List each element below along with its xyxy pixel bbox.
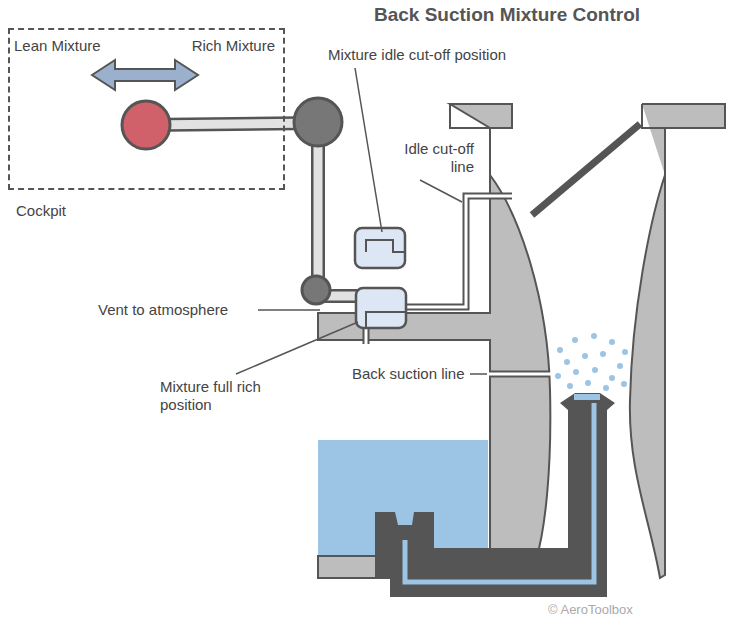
diagram-title: Back Suction Mixture Control: [374, 6, 640, 24]
lean-label: Lean Mixture: [14, 37, 101, 55]
pivot: [294, 98, 342, 146]
watermark: © AeroToolbox: [548, 601, 633, 619]
cockpit-box: Lean MixtureRich MixtureCockpit: [8, 28, 285, 190]
callout-label: Mixture idle cut-off position: [328, 46, 506, 64]
callout-label: Back suction line: [350, 365, 467, 383]
fuel-spray: [555, 333, 628, 391]
valve-full-rich: [356, 288, 406, 328]
rich-label: Rich Mixture: [192, 37, 275, 55]
callout-label: Vent to atmosphere: [98, 301, 228, 319]
control-rod: [314, 125, 323, 290]
fuel-passage: [405, 403, 594, 582]
lean-rich-arrow: [92, 60, 198, 90]
callout-label: Mixture full rich position: [160, 378, 290, 414]
cockpit-label: Cockpit: [16, 202, 66, 220]
venturi-wall-left: [318, 104, 550, 560]
back-suction-channel: [488, 373, 551, 376]
throttle-plate: [532, 124, 640, 215]
fuel-jet: [375, 393, 615, 597]
mixture-knob: [122, 101, 170, 149]
leader-lines: [236, 68, 487, 374]
callout-label: Idle cut-off line: [378, 140, 474, 176]
valve-idle-cutoff: [355, 228, 405, 268]
idle-cutoff-channel: [400, 196, 512, 307]
rod-joint: [302, 276, 330, 304]
venturi-wall-right: [630, 104, 725, 578]
mixture-lever: [146, 123, 318, 125]
